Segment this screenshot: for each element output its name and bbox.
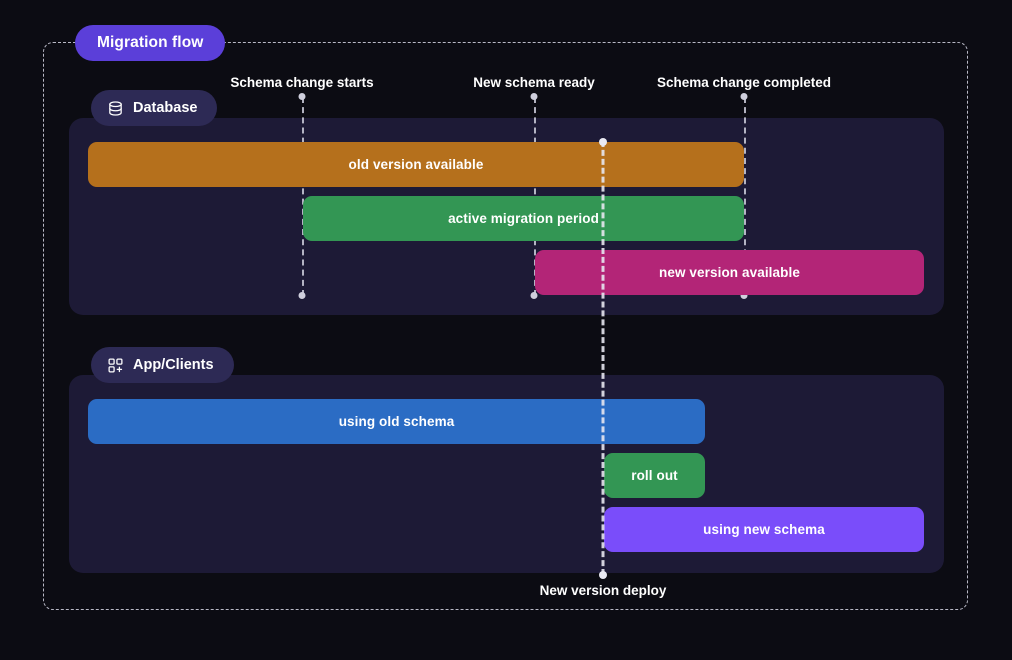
new-version-deploy-line [601,141,605,575]
milestone-dot-top-new-schema-ready [530,93,538,100]
milestone-dot-top-schema-change-completed [740,93,748,100]
milestone-line-schema-change-completed [744,97,746,296]
database-icon [107,100,124,117]
diagram-outer-frame [43,42,968,610]
lane-badge-app-clients: App/Clients [91,347,234,383]
new-version-deploy-dot-top [599,138,607,146]
milestone-label-new-schema-ready: New schema ready [473,75,595,90]
bar-label-using-new-schema: using new schema [703,522,825,537]
diagram-title-badge: Migration flow [75,25,226,61]
milestone-dot-bottom-new-schema-ready [530,292,538,299]
bar-old-version-available[interactable]: old version available [88,142,744,187]
milestone-line-schema-change-starts [302,97,304,296]
lane-badge-database: Database [91,90,218,126]
bar-label-using-old-schema: using old schema [338,414,455,429]
milestone-label-schema-change-starts: Schema change starts [230,75,374,90]
bar-active-migration-period[interactable]: active migration period [303,196,744,241]
milestone-label-schema-change-completed: Schema change completed [656,75,832,90]
diagram-title-label: Migration flow [97,34,204,51]
milestone-dot-bottom-schema-change-completed [740,292,748,299]
milestone-dot-bottom-schema-change-starts [298,292,306,299]
bar-label-roll-out: roll out [631,468,678,483]
lane-label-database: Database [133,100,198,116]
milestone-dot-top-schema-change-starts [298,93,306,100]
new-version-deploy-dot-bottom [599,571,607,579]
bar-new-version-available[interactable]: new version available [535,250,924,295]
bar-label-new-version-available: new version available [659,265,800,280]
apps-grid-plus-icon [107,357,124,374]
bar-roll-out[interactable]: roll out [604,453,705,498]
bar-label-old-version-available: old version available [348,157,484,172]
lane-label-app-clients: App/Clients [133,357,214,373]
bar-using-old-schema[interactable]: using old schema [88,399,705,444]
bar-using-new-schema[interactable]: using new schema [604,507,924,552]
new-version-deploy-label: New version deploy [539,583,667,598]
bar-label-active-migration-period: active migration period [448,211,599,226]
